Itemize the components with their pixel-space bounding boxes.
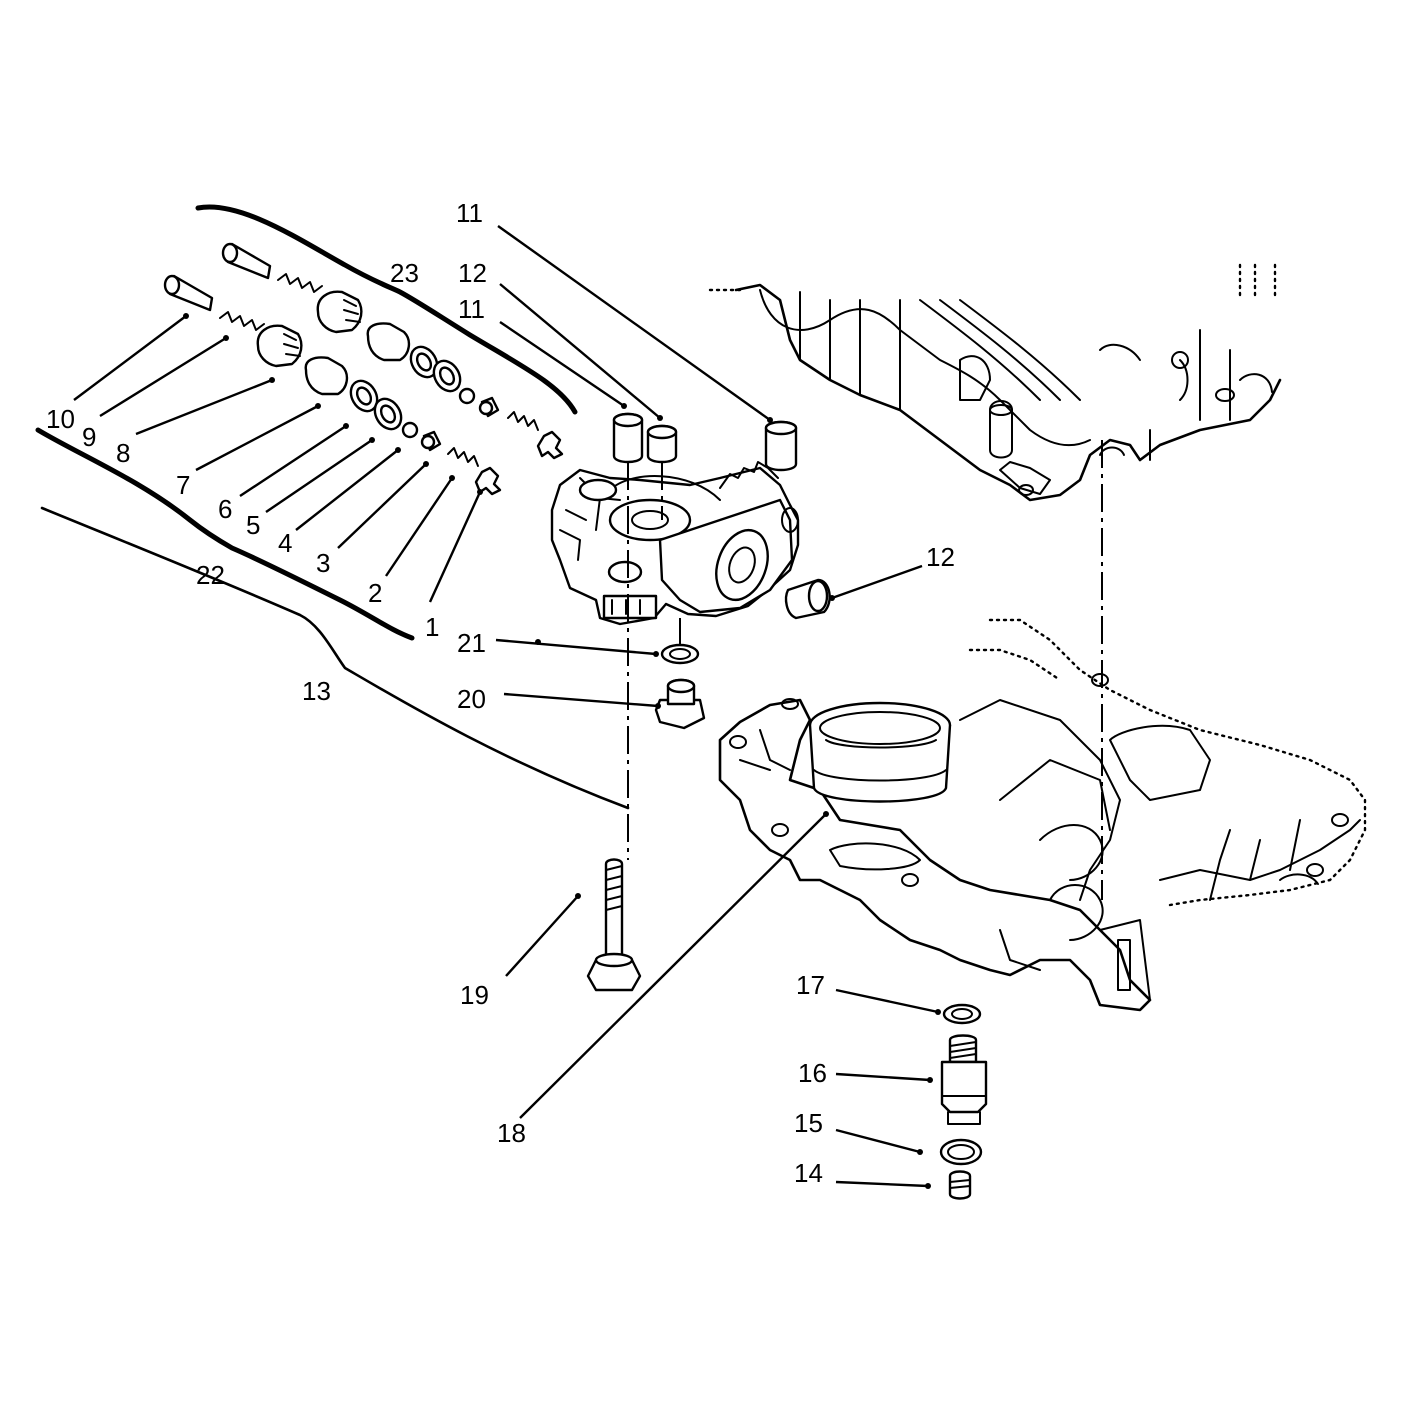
callout-3: 3 [316,548,330,578]
group-13-bracket [40,506,630,810]
callout-13: 13 [302,676,331,706]
callout-6: 6 [218,494,232,524]
callout-18: 18 [497,1118,526,1148]
callout-7: 7 [176,470,190,500]
pump-housing [550,461,800,626]
plug-14 [948,1170,972,1200]
group-23-brace [195,204,578,415]
callout-21: 21 [457,628,486,658]
group-22-brace [35,427,415,641]
callout-12-upper: 12 [458,258,487,288]
callout-12-right: 12 [926,542,955,572]
callout-4: 4 [278,528,292,558]
upper-valve-kit [221,242,564,460]
upper-transaxle-housing [708,263,1282,502]
callout-10: 10 [46,404,75,434]
callout-14: 14 [794,1158,823,1188]
callout-17: 17 [796,970,825,1000]
lower-transaxle-housing [718,618,1367,1012]
washer-15 [939,1138,983,1166]
pump-bushings [612,412,831,620]
callout-1: 1 [425,612,439,642]
callout-22: 22 [196,560,225,590]
lower-valve-kit [163,274,502,496]
washer-21 [660,643,700,665]
valve-16 [940,1034,988,1125]
callout-labels: 1 2 3 4 5 6 7 8 9 10 11 11 12 12 13 14 1… [46,198,955,1188]
callout-19: 19 [460,980,489,1010]
callout-23: 23 [390,258,419,288]
callout-11-lower: 11 [458,294,485,324]
callout-11-upper: 11 [456,198,483,228]
callout-5: 5 [246,510,260,540]
callout-8: 8 [116,438,130,468]
callout-20: 20 [457,684,486,714]
plug-20 [654,678,706,730]
seal-ring-18 [808,701,952,803]
washer-17 [942,1003,982,1025]
callout-15: 15 [794,1108,823,1138]
callout-9: 9 [82,422,96,452]
bolt-19 [586,858,642,992]
callout-16: 16 [798,1058,827,1088]
callout-2: 2 [368,578,382,608]
